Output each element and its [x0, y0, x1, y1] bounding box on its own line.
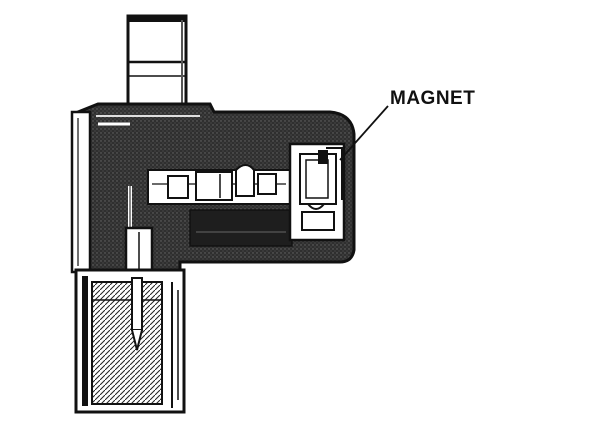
magnet-leader-line [339, 105, 389, 161]
connector-body [74, 268, 186, 414]
top-cap [126, 14, 188, 110]
magnet-label: MAGNET [390, 88, 476, 109]
magnet-assembly [288, 142, 346, 242]
